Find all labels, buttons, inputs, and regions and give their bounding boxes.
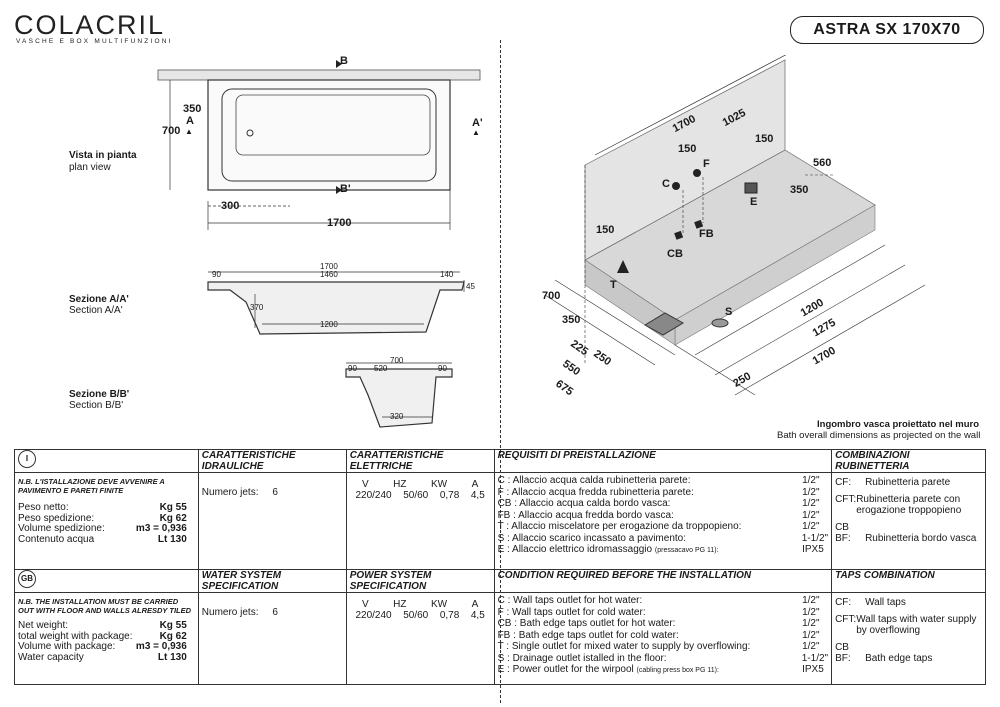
section-bb-drawing xyxy=(345,362,453,428)
table-header-row-it: I CARATTERISTICHE IDRAULICHE CARATTERIST… xyxy=(14,449,986,473)
header-requirements: REQUISITI DI PREISTALLAZIONE xyxy=(493,449,833,473)
plan-label-it: Vista in pianta xyxy=(69,150,137,161)
section-aa-dim-right: 140 xyxy=(440,270,454,279)
plan-dim-300: 300 xyxy=(221,200,240,212)
uk-badge-icon: GB xyxy=(18,570,36,588)
conditions-list: C : Wall taps outlet for hot water:1/2" … xyxy=(497,595,829,675)
plan-dim-350: 350 xyxy=(183,103,202,115)
section-bb-dim-right: 90 xyxy=(438,364,447,373)
arrow-up-icon: ▲ xyxy=(185,127,193,136)
section-bb-dim-left: 90 xyxy=(348,364,357,373)
header-power-system: POWER SYSTEM SPECIFICATION xyxy=(345,569,495,593)
iso-mark-f: F xyxy=(703,158,710,170)
iso-dim-150-b: 150 xyxy=(755,133,774,145)
iso-dim-350-left: 350 xyxy=(562,314,581,326)
iso-mark-e: E xyxy=(750,196,758,208)
header-hydraulic: CARATTERISTICHE IDRAULICHE xyxy=(197,449,347,473)
section-bb-dim-mid: 520 xyxy=(374,364,388,373)
badge-cell: GB xyxy=(14,569,199,593)
table-body-row-en: N.B. THE INSTALLATION MUST BE CARRIED OU… xyxy=(14,592,986,685)
plan-mark-b2: B' xyxy=(340,183,351,195)
section-aa-dim-edge: 45 xyxy=(466,282,475,291)
iso-dim-700: 700 xyxy=(542,290,561,302)
table-header-row-en: GB WATER SYSTEM SPECIFICATION POWER SYST… xyxy=(14,569,986,593)
center-divider xyxy=(500,40,501,703)
section-aa-label-it: Sezione A/A' xyxy=(69,294,129,305)
iso-mark-c: C xyxy=(662,178,670,190)
jets-label-en: Numero jets: xyxy=(201,607,259,618)
jets-label: Numero jets: xyxy=(201,487,259,498)
iso-dim-150-a: 150 xyxy=(678,143,697,155)
combo-list: CF:Rubinetteria parete CFT:Rubinetteria … xyxy=(835,477,977,544)
section-bb-label-en: Section B/B' xyxy=(69,400,124,411)
section-aa-dim-total: 1700 xyxy=(320,262,338,271)
section-aa-dim-left: 90 xyxy=(212,270,221,279)
section-bb-label-it: Sezione B/B' xyxy=(69,389,130,400)
table-body-row-it: N.B. L'ISTALLAZIONE DEVE AVVENIRE A PAVI… xyxy=(14,472,986,570)
jets-value: 6 xyxy=(272,487,278,498)
plan-mark-a: A xyxy=(186,115,194,127)
iso-caption-en: Bath overall dimensions as projected on … xyxy=(777,430,981,441)
jets-value-en: 6 xyxy=(272,607,278,618)
header-electric: CARATTERISTICHE ELETTRICHE xyxy=(345,449,495,473)
arrow-up-icon: ▲ xyxy=(472,128,480,137)
header-conditions: CONDITION REQUIRED BEFORE THE INSTALLATI… xyxy=(493,569,833,593)
section-bb-dim-bottom: 320 xyxy=(390,412,404,421)
plan-dim-length: 1700 xyxy=(327,217,352,229)
iso-caption-it: Ingombro vasca proiettato nel muro xyxy=(817,419,980,430)
iso-dim-350-right: 350 xyxy=(790,184,809,196)
model-badge: ASTRA SX 170X70 xyxy=(790,16,984,44)
header-combo: COMBINAZIONI RUBINETTERIA xyxy=(831,449,986,473)
requirements-list: C : Allaccio acqua calda rubinetteria pa… xyxy=(497,475,829,555)
header-water-system: WATER SYSTEM SPECIFICATION xyxy=(197,569,347,593)
section-aa-dim-depth: 370 xyxy=(250,303,264,312)
brand-subtitle: VASCHE E BOX MULTIFUNZIONI xyxy=(16,38,173,45)
header-taps: TAPS COMBINATION xyxy=(831,569,986,593)
specification-table: I CARATTERISTICHE IDRAULICHE CARATTERIST… xyxy=(14,449,986,685)
isometric-drawing xyxy=(544,55,926,396)
plan-label-en: plan view xyxy=(69,162,111,173)
italy-badge-icon: I xyxy=(18,450,36,468)
weights-list: Peso netto:Kg 55 Peso spedizione:Kg 62 V… xyxy=(18,502,187,545)
section-aa-label-en: Section A/A' xyxy=(69,305,123,316)
section-bb-dim-total: 700 xyxy=(390,356,404,365)
brand-logo: COLACRIL xyxy=(14,10,166,40)
section-aa-drawing xyxy=(207,271,465,335)
taps-list: CF:Wall taps CFT:Wall taps with water su… xyxy=(835,597,977,664)
plan-mark-a2: A' xyxy=(472,117,483,129)
install-note-en: N.B. THE INSTALLATION MUST BE CARRIED OU… xyxy=(18,597,192,615)
badge-cell: I xyxy=(14,449,199,473)
plan-view-drawing xyxy=(157,60,481,230)
section-aa-dim-bottom: 1200 xyxy=(320,320,338,329)
install-note: N.B. L'ISTALLAZIONE DEVE AVVENIRE A PAVI… xyxy=(18,477,165,495)
section-aa-dim-mid: 1460 xyxy=(320,270,338,279)
weights-list-en: Net weight:Kg 55 total weight with packa… xyxy=(18,620,187,663)
plan-dim-width: 700 xyxy=(162,125,181,137)
iso-mark-cb: CB xyxy=(667,248,683,260)
plan-mark-b: B xyxy=(340,55,348,67)
iso-mark-s: S xyxy=(725,306,733,318)
iso-dim-150-left: 150 xyxy=(596,224,615,236)
iso-mark-fb: FB xyxy=(699,228,714,240)
iso-dim-560: 560 xyxy=(813,157,832,169)
iso-mark-t: T xyxy=(610,279,617,291)
